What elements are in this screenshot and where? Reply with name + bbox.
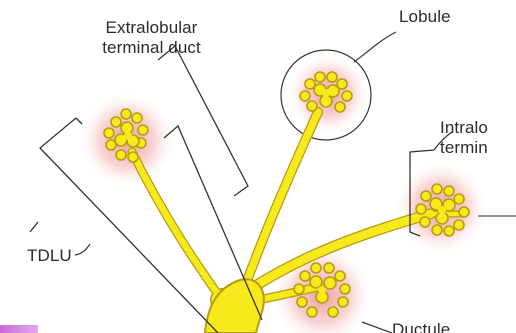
tdlu-label: TDLU — [27, 246, 72, 266]
extralobular-label-line1: Extralobular — [84, 18, 219, 38]
intralobular-label: Intralo termin — [440, 118, 488, 158]
lobule-label: Lobule — [399, 7, 451, 27]
intralobular-label-line2: termin — [440, 138, 488, 158]
extralobular-label-line2: terminal duct — [84, 38, 219, 58]
extralobular-label: Extralobular terminal duct — [84, 18, 219, 58]
ductule-label: Ductule — [392, 320, 450, 333]
tdlu-leader-line — [75, 244, 90, 255]
lobule-leader-line — [354, 32, 396, 62]
ductule-leader-line — [362, 322, 392, 333]
intralobular-label-line1: Intralo — [440, 118, 488, 138]
corner-color-swatch — [0, 325, 38, 333]
